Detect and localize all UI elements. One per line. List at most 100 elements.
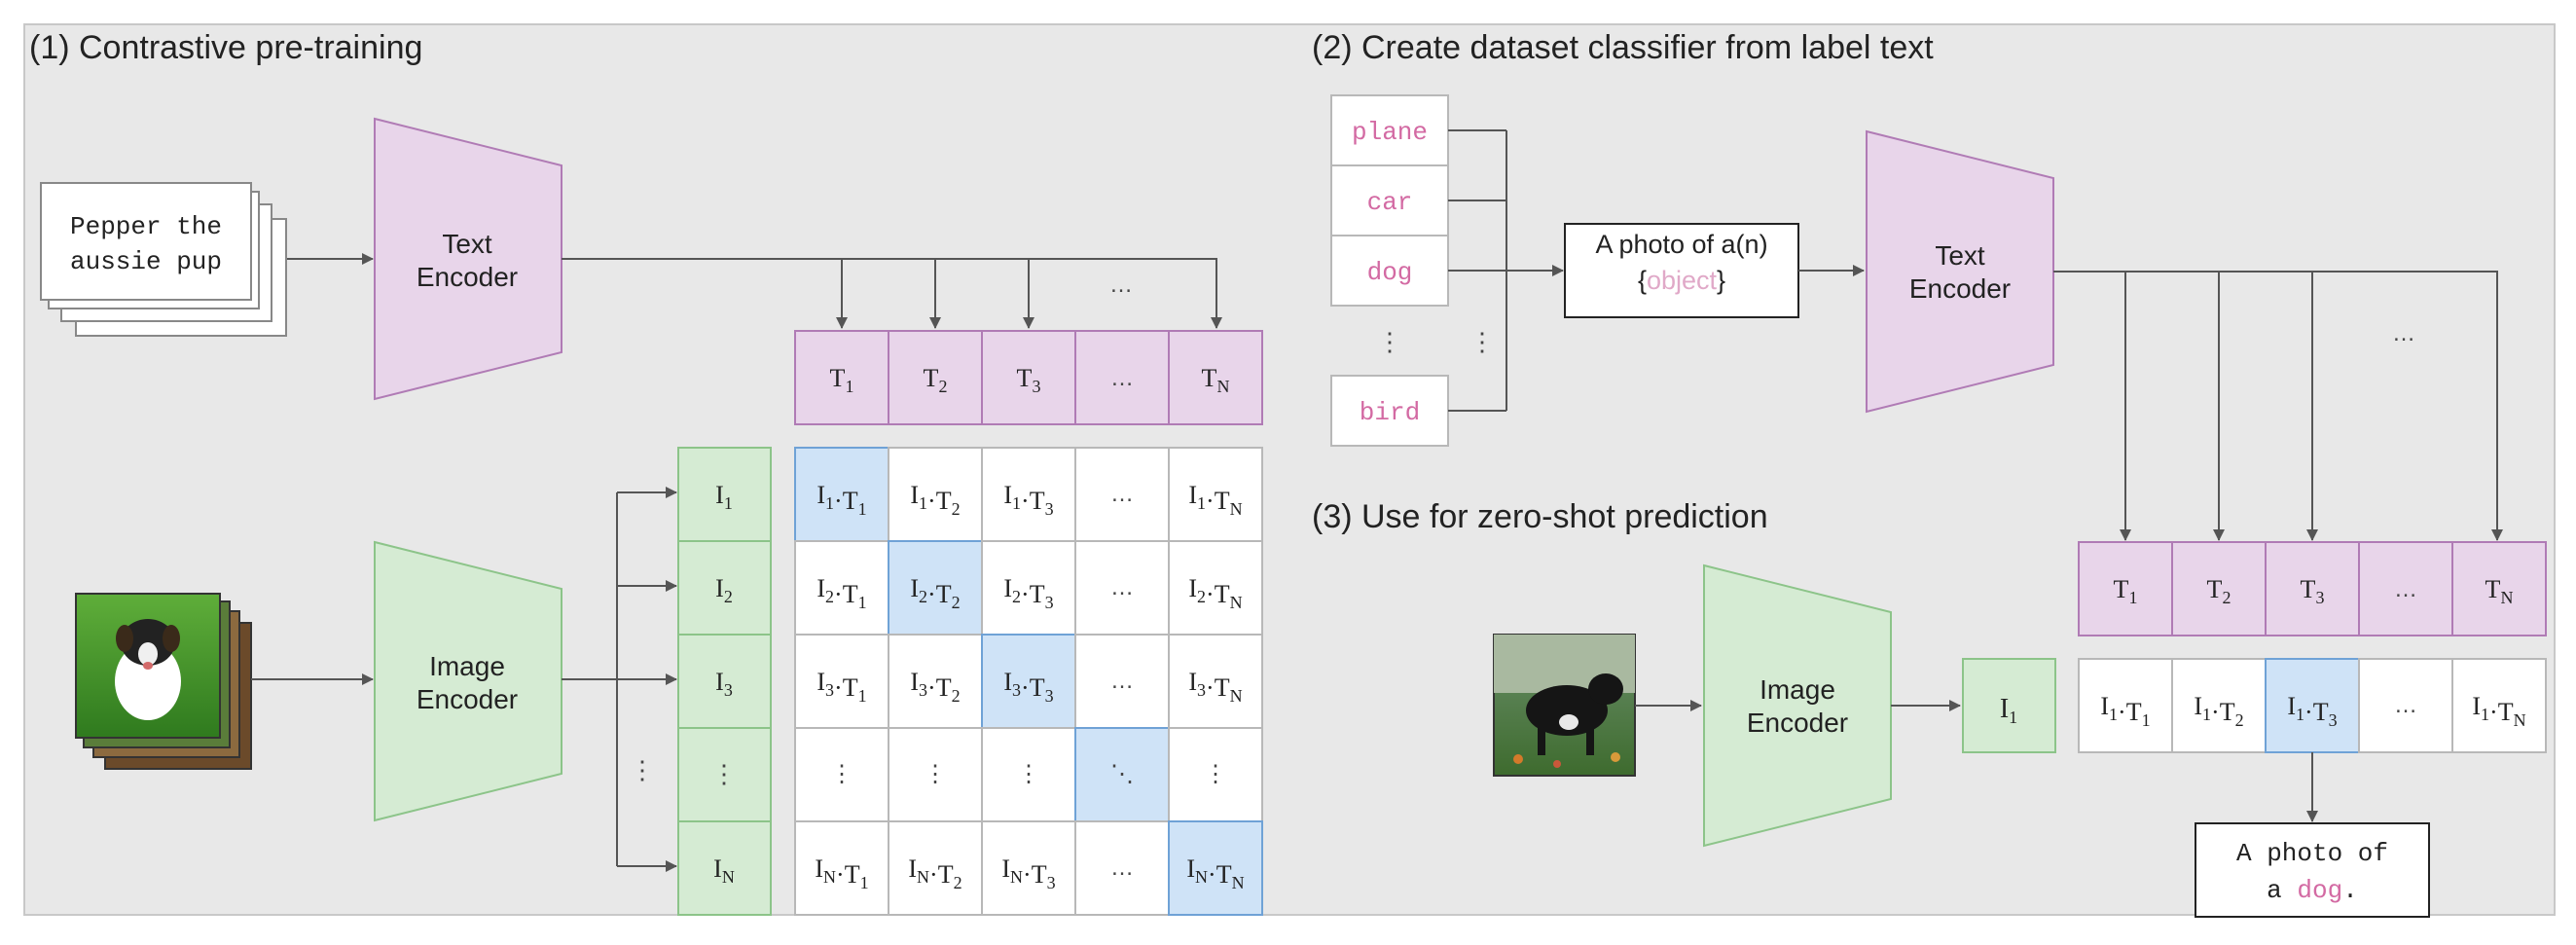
section-title-classifier: (2) Create dataset classifier from label… [1312,29,1934,66]
similarity-label: I2·T1 [816,574,866,612]
text-embedding-ellipsis: … [1110,365,1134,391]
similarity-cell [981,820,1076,916]
class-label-car: car [1367,188,1413,217]
similarity-label: I3·T3 [1003,668,1053,706]
similarity-label: IN·T2 [908,854,961,892]
similarity-placeholder: ⋮ [1204,761,1227,787]
classifier-text-embedding-ellipsis: … [2394,576,2417,602]
similarity-cell [794,634,889,729]
similarity-label: I1·TN [1188,481,1242,519]
score-label: I1·T1 [2100,692,2150,730]
image-embedding-label: I3 [715,668,733,700]
text-embedding-cell [981,330,1076,425]
image-embedding-label: I1 [715,481,733,513]
class-label-dog: dog [1367,258,1413,287]
score-cell [2451,658,2547,753]
similarity-cell-diagonal [888,540,983,636]
similarity-cell [888,820,983,916]
similarity-cell [1168,727,1263,822]
image-embedding-cell [677,634,772,729]
similarity-label: IN·T3 [1001,854,1055,892]
score-cell [2078,658,2173,753]
similarity-cell [1168,540,1263,636]
image-input-stack [75,593,252,770]
text-embedding-label: T3 [1017,364,1041,396]
similarity-label: I3·T1 [816,668,866,706]
similarity-cell [981,447,1076,542]
label-connector-lines [1448,129,1564,412]
image-embedding-vdots: ⋮ [711,759,737,788]
dog-photo-icon [1493,634,1636,777]
text-embedding-cell [794,330,889,425]
text-encoder-pretrain: Text Encoder [374,117,562,401]
classifier-text-embedding-label: T2 [2207,575,2231,607]
classifier-text-embedding-cell [2451,541,2547,636]
score-label: I1·TN [2472,692,2525,730]
score-label: I1·T2 [2194,692,2243,730]
text-input-line1: Pepper the [70,212,222,241]
text-encoder2-label-1: Text [1935,240,1985,271]
image-encoder-pretrain: Image Encoder [374,540,562,822]
image-encoder-zero-shot: Image Encoder [1703,563,1892,848]
output-line1: A photo of [2236,839,2388,868]
similarity-label: IN·T1 [815,854,868,892]
similarity-cell [794,540,889,636]
similarity-cell-diagonal [1074,727,1170,822]
prompt-template-box: A photo of a(n) {object} [1564,223,1799,318]
similarity-label: I2·T3 [1003,574,1053,612]
similarity-cell [1168,634,1263,729]
similarity-placeholder: … [1110,481,1134,507]
text-input-stack: Pepper the aussie pup [40,182,287,337]
score-ellipsis: … [2394,692,2417,718]
score-cell [2358,658,2453,753]
image-embedding-label: IN [713,854,735,887]
similarity-label: I3·T2 [910,668,960,706]
similarity-label: I2·T2 [910,574,960,612]
image-encoder-label-1: Image [429,651,505,681]
similarity-label: I1·T1 [816,481,866,519]
image-embedding-arrows [562,487,677,872]
image-encoder2-label-2: Encoder [1747,708,1848,738]
image-embedding-cell [677,447,772,542]
vdots-label-lines: ⋮ [1469,327,1495,356]
ellipsis-text-arrows: … [1109,272,1133,298]
similarity-placeholder: ⋮ [1017,761,1040,787]
prompt-line1: A photo of a(n) [1595,230,1767,259]
text-encoder-label-1: Text [442,229,492,259]
similarity-cell-diagonal [981,634,1076,729]
similarity-placeholder: ⋮ [924,761,947,787]
similarity-cell [888,727,983,822]
image-embedding-label: I2 [715,574,733,606]
output-line2: a dog. [2267,876,2358,905]
text-embedding-label: TN [1202,364,1230,396]
prediction-output-box: A photo of a dog. [2195,822,2430,918]
class-label-cell [1330,375,1449,447]
classifier-embedding-arrows [2053,271,2503,541]
similarity-placeholder: … [1110,854,1134,881]
ellipsis-classifier-arrows: … [2392,320,2415,346]
similarity-cell [1074,540,1170,636]
classifier-text-embedding-cell [2265,541,2360,636]
class-label-cell [1330,94,1449,166]
similarity-label: I1·T3 [1003,481,1053,519]
image-embedding-cell [677,727,772,822]
text-input-line2: aussie pup [70,247,222,276]
similarity-placeholder: ⋱ [1110,761,1134,787]
text-input-card [40,182,252,301]
text-encoder-label-2: Encoder [417,262,518,292]
class-label-cell [1330,164,1449,236]
zero-shot-photo [1493,634,1636,777]
text-embedding-label: T2 [924,364,948,396]
score-cell-highlight [2265,658,2360,753]
similarity-placeholder: … [1110,668,1134,694]
image-encoder-label-2: Encoder [417,684,518,714]
vdots-image-arrows: ⋮ [630,755,655,784]
text-embedding-cell [888,330,983,425]
classifier-text-embedding-label: T3 [2301,575,2325,607]
